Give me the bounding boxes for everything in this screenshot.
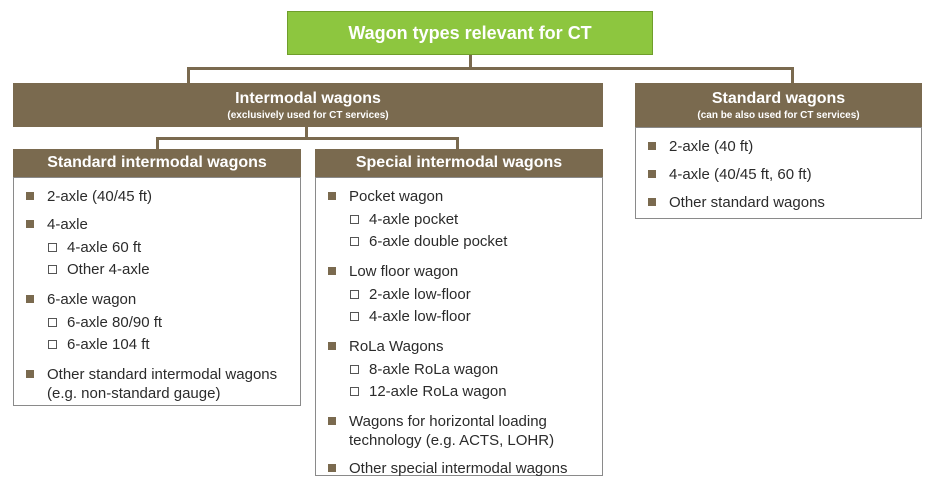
hollow-square-bullet-icon <box>350 215 359 224</box>
standard-wagons-header: Standard wagons (can be also used for CT… <box>635 83 922 127</box>
standard-wagons-box: 2-axle (40 ft) 4-axle (40/45 ft, 60 ft) Ot… <box>635 127 922 219</box>
standard-wagons-list: 2-axle (40 ft) 4-axle (40/45 ft, 60 ft) Ot… <box>644 137 913 212</box>
standard-intermodal-title: Standard intermodal wagons <box>47 154 267 171</box>
square-bullet-icon <box>328 417 336 425</box>
list-item-label: Low floor wagon <box>349 263 459 280</box>
connector-to-standard-wagons <box>791 67 794 83</box>
square-bullet-icon <box>26 220 34 228</box>
list-item-label: Other special intermodal wagons <box>349 460 568 477</box>
list-item: Other standard wagons <box>644 193 913 212</box>
square-bullet-icon <box>26 192 34 200</box>
connector-intermodal-down <box>305 127 308 139</box>
standard-intermodal-box: 2-axle (40/45 ft) 4-axle 4-axle 60 ft Other… <box>13 177 301 406</box>
sub-list-item: 4-axle 60 ft <box>47 237 292 259</box>
list-item-label: Other standard wagons <box>669 194 825 211</box>
list-item: Pocket wagon 4-axle pocket 6-axle double p… <box>324 187 594 253</box>
connector-to-special-intermodal <box>456 137 459 149</box>
sub-list-item: 6-axle double pocket <box>349 231 594 253</box>
list-item: 2-axle (40 ft) <box>644 137 913 156</box>
hollow-square-bullet-icon <box>48 243 57 252</box>
connector-mid-horizontal <box>156 137 459 140</box>
sub-list-item: 6-axle 80/90 ft <box>47 312 292 334</box>
root-title: Wagon types relevant for CT <box>348 22 592 43</box>
list-item-label: Other standard intermodal wagons (e.g. n… <box>47 366 278 402</box>
sub-list-item-label: 4-axle low-floor <box>369 308 471 325</box>
square-bullet-icon <box>26 370 34 378</box>
hollow-square-bullet-icon <box>48 340 57 349</box>
connector-to-standard-intermodal <box>156 137 159 149</box>
list-item-label: 6-axle wagon <box>47 291 137 308</box>
sub-list: 4-axle 60 ft Other 4-axle <box>47 237 292 281</box>
sub-list-item: 8-axle RoLa wagon <box>349 359 594 381</box>
sub-list: 2-axle low-floor 4-axle low-floor <box>349 284 594 328</box>
special-intermodal-header: Special intermodal wagons <box>315 149 603 177</box>
list-item: 2-axle (40/45 ft) <box>22 187 292 206</box>
sub-list-item-label: 8-axle RoLa wagon <box>369 361 499 378</box>
hollow-square-bullet-icon <box>350 365 359 374</box>
sub-list-item: 2-axle low-floor <box>349 284 594 306</box>
list-item: 6-axle wagon 6-axle 80/90 ft 6-axle 104 ft <box>22 290 292 356</box>
sub-list-item-label: 4-axle 60 ft <box>67 239 142 256</box>
square-bullet-icon <box>328 342 336 350</box>
list-item-label: RoLa Wagons <box>349 338 444 355</box>
hollow-square-bullet-icon <box>350 387 359 396</box>
intermodal-wagons-title: Intermodal wagons <box>235 90 381 107</box>
root-node: Wagon types relevant for CT <box>287 11 653 55</box>
hollow-square-bullet-icon <box>350 237 359 246</box>
square-bullet-icon <box>328 267 336 275</box>
square-bullet-icon <box>648 142 656 150</box>
special-intermodal-title: Special intermodal wagons <box>355 154 563 171</box>
hollow-square-bullet-icon <box>350 290 359 299</box>
hollow-square-bullet-icon <box>48 318 57 327</box>
hollow-square-bullet-icon <box>48 265 57 274</box>
sub-list: 6-axle 80/90 ft 6-axle 104 ft <box>47 312 292 356</box>
list-item: Low floor wagon 2-axle low-floor 4-axle lo… <box>324 262 594 328</box>
sub-list-item: Other 4-axle <box>47 259 292 281</box>
standard-intermodal-list: 2-axle (40/45 ft) 4-axle 4-axle 60 ft Other… <box>22 187 292 403</box>
sub-list-item: 12-axle RoLa wagon <box>349 381 594 403</box>
list-item: Wagons for horizontal loading technology… <box>324 412 594 450</box>
list-item-label: 4-axle (40/45 ft, 60 ft) <box>669 166 812 183</box>
sub-list-item-label: Other 4-axle <box>67 261 150 278</box>
sub-list-item: 6-axle 104 ft <box>47 334 292 356</box>
intermodal-wagons-header: Intermodal wagons (exclusively used for … <box>13 83 603 127</box>
list-item-label: 4-axle <box>47 216 88 233</box>
sub-list-item-label: 6-axle 80/90 ft <box>67 314 163 331</box>
square-bullet-icon <box>328 464 336 472</box>
sub-list-item-label: 6-axle 104 ft <box>67 336 150 353</box>
standard-wagons-title: Standard wagons <box>711 90 846 107</box>
hollow-square-bullet-icon <box>350 312 359 321</box>
connector-root-down <box>469 55 472 69</box>
sub-list-item-label: 12-axle RoLa wagon <box>369 383 507 400</box>
sub-list-item-label: 6-axle double pocket <box>369 233 508 250</box>
standard-wagons-subtitle: (can be also used for CT services) <box>697 110 860 121</box>
square-bullet-icon <box>328 192 336 200</box>
sub-list-item: 4-axle pocket <box>349 209 594 231</box>
list-item: 4-axle 4-axle 60 ft Other 4-axle <box>22 215 292 281</box>
list-item: Other special intermodal wagons <box>324 459 594 478</box>
square-bullet-icon <box>648 198 656 206</box>
connector-to-intermodal <box>187 67 190 83</box>
sub-list-item: 4-axle low-floor <box>349 306 594 328</box>
list-item: Other standard intermodal wagons (e.g. n… <box>22 365 292 403</box>
sub-list-item-label: 2-axle low-floor <box>369 286 471 303</box>
list-item-label: Wagons for horizontal loading technology… <box>349 413 555 449</box>
list-item: RoLa Wagons 8-axle RoLa wagon 12-axle RoLa… <box>324 337 594 403</box>
square-bullet-icon <box>26 295 34 303</box>
sub-list: 8-axle RoLa wagon 12-axle RoLa wagon <box>349 359 594 403</box>
sub-list-item-label: 4-axle pocket <box>369 211 459 228</box>
list-item-label: 2-axle (40 ft) <box>669 138 754 155</box>
list-item-label: Pocket wagon <box>349 188 444 205</box>
sub-list: 4-axle pocket 6-axle double pocket <box>349 209 594 253</box>
list-item-label: 2-axle (40/45 ft) <box>47 188 153 205</box>
special-intermodal-box: Pocket wagon 4-axle pocket 6-axle double p… <box>315 177 603 478</box>
connector-top-horizontal <box>187 67 794 70</box>
standard-intermodal-header: Standard intermodal wagons <box>13 149 301 177</box>
list-item: 4-axle (40/45 ft, 60 ft) <box>644 165 913 184</box>
square-bullet-icon <box>648 170 656 178</box>
intermodal-wagons-subtitle: (exclusively used for CT services) <box>227 110 389 121</box>
special-intermodal-list: Pocket wagon 4-axle pocket 6-axle double p… <box>324 187 594 478</box>
